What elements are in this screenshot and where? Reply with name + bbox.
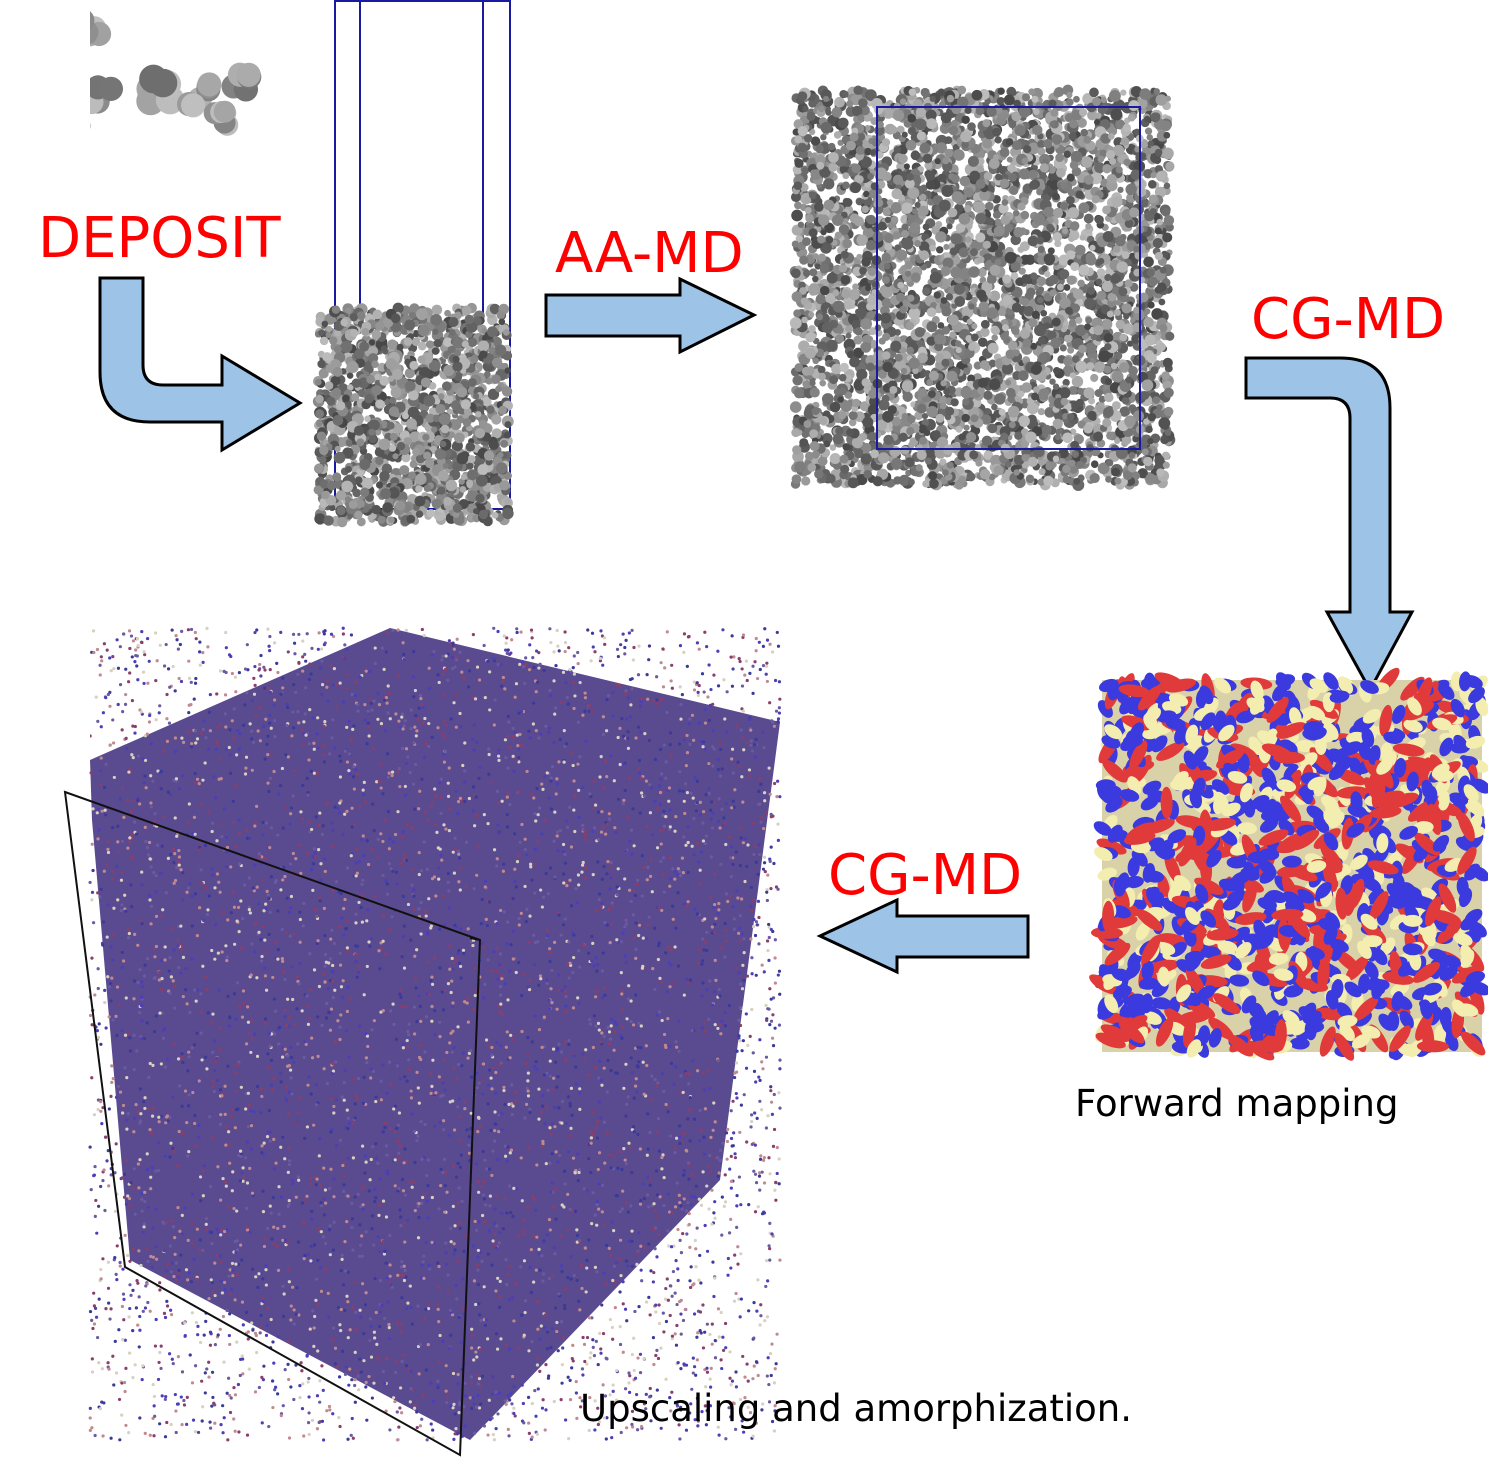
aa-md-atoms xyxy=(789,84,1176,491)
cg-md-bottom-label: CG-MD xyxy=(828,843,1023,908)
deposited-film-atoms xyxy=(312,302,514,528)
deposit-label: DEPOSIT xyxy=(38,206,281,271)
cg-ellipsoid-model xyxy=(1089,667,1488,1061)
cg-md-left-arrow xyxy=(816,897,1030,975)
simulation-box-outline xyxy=(63,790,482,1457)
forward-mapping-caption: Forward mapping xyxy=(1075,1082,1399,1125)
upscaling-caption: Upscaling and amorphization. xyxy=(580,1387,1133,1430)
cg-md-top-label: CG-MD xyxy=(1251,287,1446,352)
cg-md-curved-arrow xyxy=(1244,356,1415,694)
deposit-curved-arrow xyxy=(98,276,303,453)
upscaled-amorphous-cube xyxy=(88,626,782,1442)
aa-md-box xyxy=(876,106,1141,450)
aa-md-label: AA-MD xyxy=(555,221,744,286)
aa-md-arrow xyxy=(544,276,758,355)
